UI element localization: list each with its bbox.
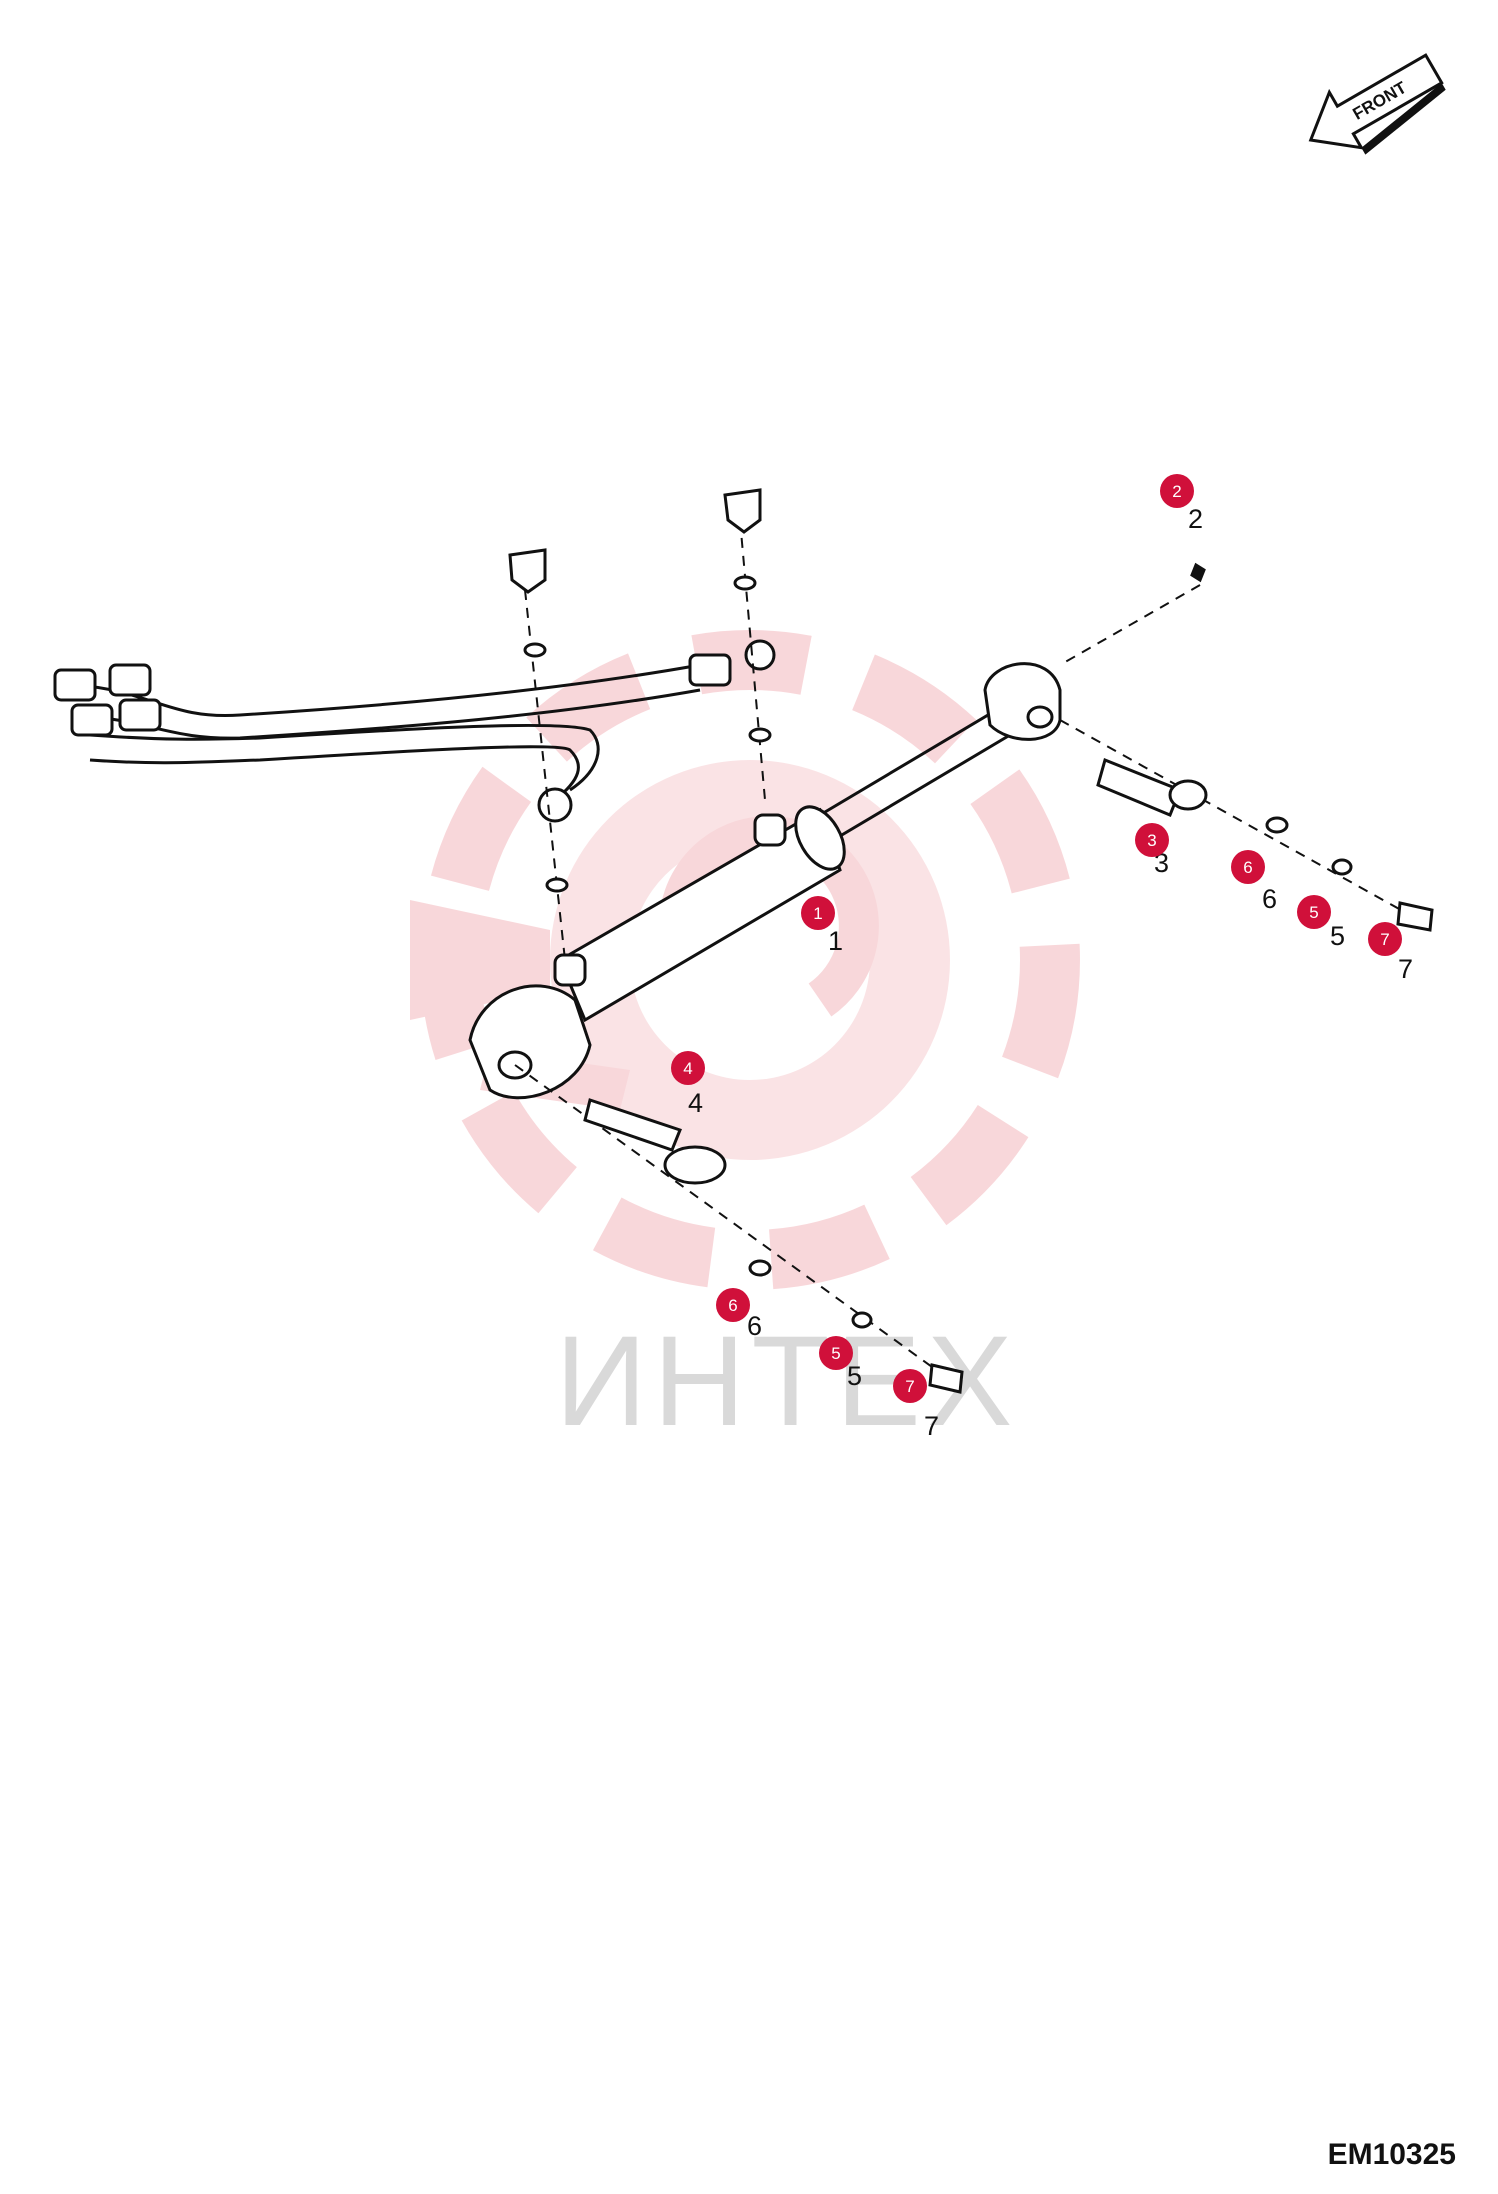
callout-badge[interactable]: 4 bbox=[671, 1051, 705, 1085]
callout-badge[interactable]: 1 bbox=[801, 896, 835, 930]
part-label: 1 bbox=[828, 926, 843, 956]
callout-badges: 2 1 3 6 5 7 4 6 bbox=[671, 474, 1402, 1403]
pins-hardware bbox=[514, 562, 1434, 1394]
callout-badge[interactable]: 7 bbox=[893, 1369, 927, 1403]
front-arrow-icon: FRONT bbox=[1308, 53, 1446, 155]
part-label: 4 bbox=[688, 1088, 703, 1118]
svg-text:5: 5 bbox=[1309, 903, 1318, 922]
part-labels: 2 1 3 6 5 7 4 6 5 7 bbox=[688, 504, 1413, 1441]
callout-badge[interactable]: 7 bbox=[1368, 922, 1402, 956]
callout-badge[interactable]: 5 bbox=[1297, 895, 1331, 929]
callout-badge[interactable]: 3 bbox=[1135, 823, 1169, 857]
svg-text:7: 7 bbox=[1380, 930, 1389, 949]
svg-text:1: 1 bbox=[813, 904, 822, 923]
part-label: 5 bbox=[847, 1361, 862, 1391]
hydraulic-hoses bbox=[53, 639, 776, 823]
svg-text:5: 5 bbox=[831, 1344, 840, 1363]
banjo-bolts bbox=[508, 488, 772, 961]
part-label: 5 bbox=[1330, 921, 1345, 951]
callout-badge[interactable]: 6 bbox=[716, 1288, 750, 1322]
svg-text:7: 7 bbox=[905, 1377, 914, 1396]
document-code: EM10325 bbox=[1327, 2138, 1456, 2171]
svg-text:6: 6 bbox=[1243, 858, 1252, 877]
svg-text:4: 4 bbox=[683, 1059, 692, 1078]
part-label: 7 bbox=[924, 1411, 939, 1441]
hydraulic-cylinder bbox=[468, 662, 1062, 1100]
callout-badge[interactable]: 2 bbox=[1160, 474, 1194, 508]
watermark-logo bbox=[410, 630, 1080, 1290]
part-label: 2 bbox=[1188, 504, 1203, 534]
svg-text:2: 2 bbox=[1172, 482, 1181, 501]
part-label: 7 bbox=[1398, 954, 1413, 984]
svg-text:3: 3 bbox=[1147, 831, 1156, 850]
part-label: 6 bbox=[747, 1311, 762, 1341]
part-label: 6 bbox=[1262, 884, 1277, 914]
callout-badge[interactable]: 5 bbox=[819, 1336, 853, 1370]
svg-text:6: 6 bbox=[728, 1296, 737, 1315]
callout-badge[interactable]: 6 bbox=[1231, 850, 1265, 884]
